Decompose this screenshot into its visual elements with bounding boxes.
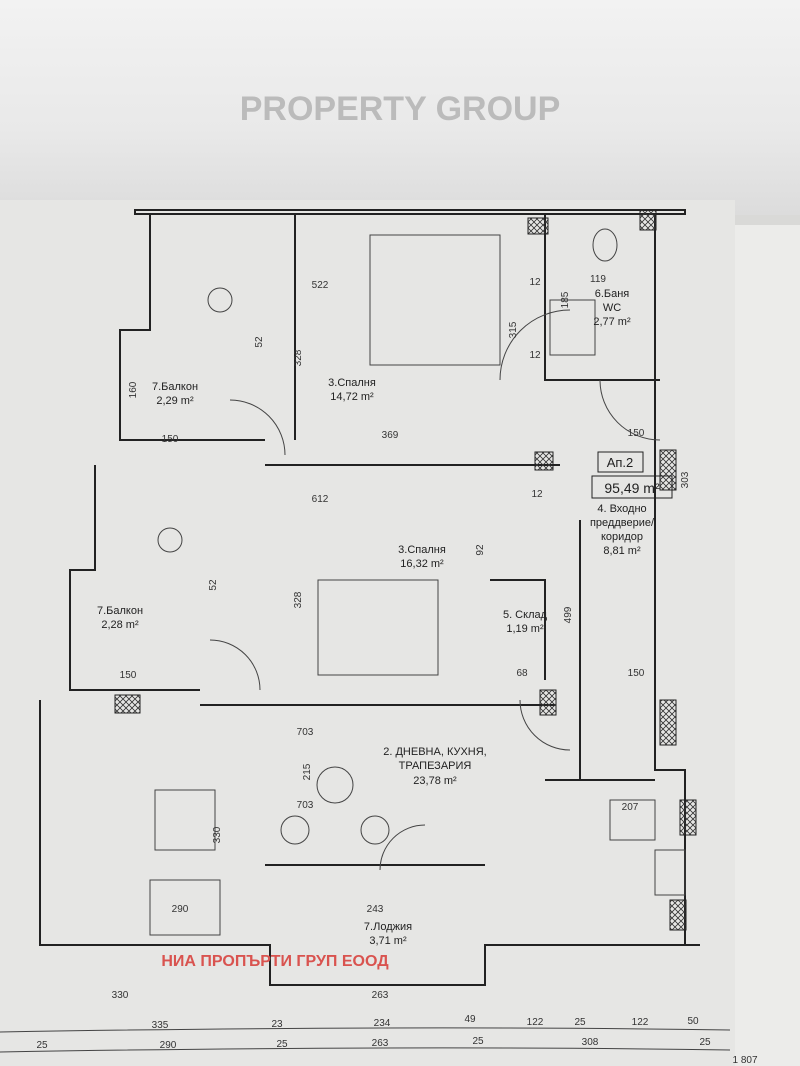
room-bath-area: 2,77 m² [593,316,631,328]
dimension: 25 [574,1017,586,1028]
room-balcony-2-area: 2,28 m² [101,619,139,631]
dimension: 522 [312,280,329,291]
room-living-area: 23,78 m² [413,775,457,787]
dimension: 12 [529,277,541,288]
dimension: 207 [622,802,639,813]
plan-sheet [0,200,735,1066]
room-bedroom-1-area: 14,72 m² [330,391,374,403]
dimension: 12 [529,350,541,361]
dimension: 23 [271,1019,283,1030]
dimension: 330 [112,990,129,1001]
room-storage-name: 5. Склад [503,609,548,621]
room-loggia-area: 3,71 m² [369,935,407,947]
dimension: 25 [699,1037,711,1048]
room-bath-name-2: WC [603,302,621,314]
dimension: 122 [527,1017,544,1028]
room-bedroom-2-area: 16,32 m² [400,558,444,570]
dimension: 243 [367,904,384,915]
room-living-name: 2. ДНЕВНА, КУХНЯ, [383,746,487,758]
dimension: 25 [36,1040,48,1051]
room-balcony-1-area: 2,29 m² [156,395,194,407]
room-bedroom-2-name: 3.Спалня [398,544,446,556]
dimension: 328 [293,349,304,366]
room-bath-name: 6.Баня [595,288,630,300]
company-stamp: НИА ПРОПЪРТИ ГРУП ЕООД [161,953,389,970]
room-living-name-2: ТРАПЕЗАРИЯ [399,760,472,772]
dimension: 335 [152,1020,169,1031]
dimension: 150 [162,434,179,445]
room-loggia-name: 7.Лоджия [364,921,412,933]
dimension: 25 [276,1039,288,1050]
dimension: 25 [472,1036,484,1047]
dimension: 303 [680,471,691,488]
dimension: 119 [590,274,606,285]
dimension: 150 [628,668,645,679]
dimension: 160 [128,381,139,398]
dimension: 263 [372,990,389,1001]
dimension: 50 [687,1016,699,1027]
room-hall-name: 4. Входно [597,503,646,515]
room-hall-area: 8,81 m² [603,545,641,557]
room-balcony-2-name: 7.Балкон [97,605,143,617]
dimension: 290 [172,904,189,915]
watermark-logo: PROPERTY GROUP [240,90,561,128]
dimension: 185 [560,291,571,308]
room-hall-name-3: коридор [601,531,643,543]
apartment-area: 95,49 m² [604,480,660,496]
room-bedroom-1-name: 3.Спалня [328,377,376,389]
dimension: 122 [632,1017,649,1028]
dimension: 290 [160,1040,177,1051]
dimension: 703 [297,727,314,738]
dimension: 330 [212,826,223,843]
dimension: 315 [508,321,519,338]
room-labels: 3.Спалня 14,72 m² 3.Спалня 16,32 m² 7.Ба… [97,288,655,947]
dimension: 49 [464,1014,476,1025]
dimension: 612 [312,494,329,505]
dimension: 328 [293,591,304,608]
dimension: 12 [531,489,543,500]
bottom-dimension-chain-2: 25 290 25 263 25 308 25 [0,1036,731,1053]
dimension: 1 807 [732,1055,757,1066]
dimension: 150 [120,670,137,681]
room-balcony-1-name: 7.Балкон [152,381,198,393]
dimension: 68 [516,668,528,679]
dimension: 215 [302,763,313,780]
apartment-label: Ап.2 [607,455,634,470]
paper-background [0,0,800,215]
dimension-labels: 522 315 328 369 612 328 499 703 703 215 … [112,274,758,1066]
dimension: 703 [297,800,314,811]
dimension: 369 [382,430,399,441]
bottom-dimension-chain-1: 335 23 234 49 122 25 122 50 [0,1014,731,1033]
room-hall-name-2: преддверие/ [590,517,655,529]
dimension: 52 [208,579,219,591]
room-storage-area: 1,19 m² [506,623,544,635]
dimension: 92 [475,544,486,556]
dimension: 308 [582,1037,599,1048]
dimension: 234 [374,1018,391,1029]
dimension: 52 [254,336,265,348]
dimension: 263 [372,1038,389,1049]
dimension: 150 [628,428,645,439]
walls [39,209,700,986]
dimension: 499 [563,606,574,623]
